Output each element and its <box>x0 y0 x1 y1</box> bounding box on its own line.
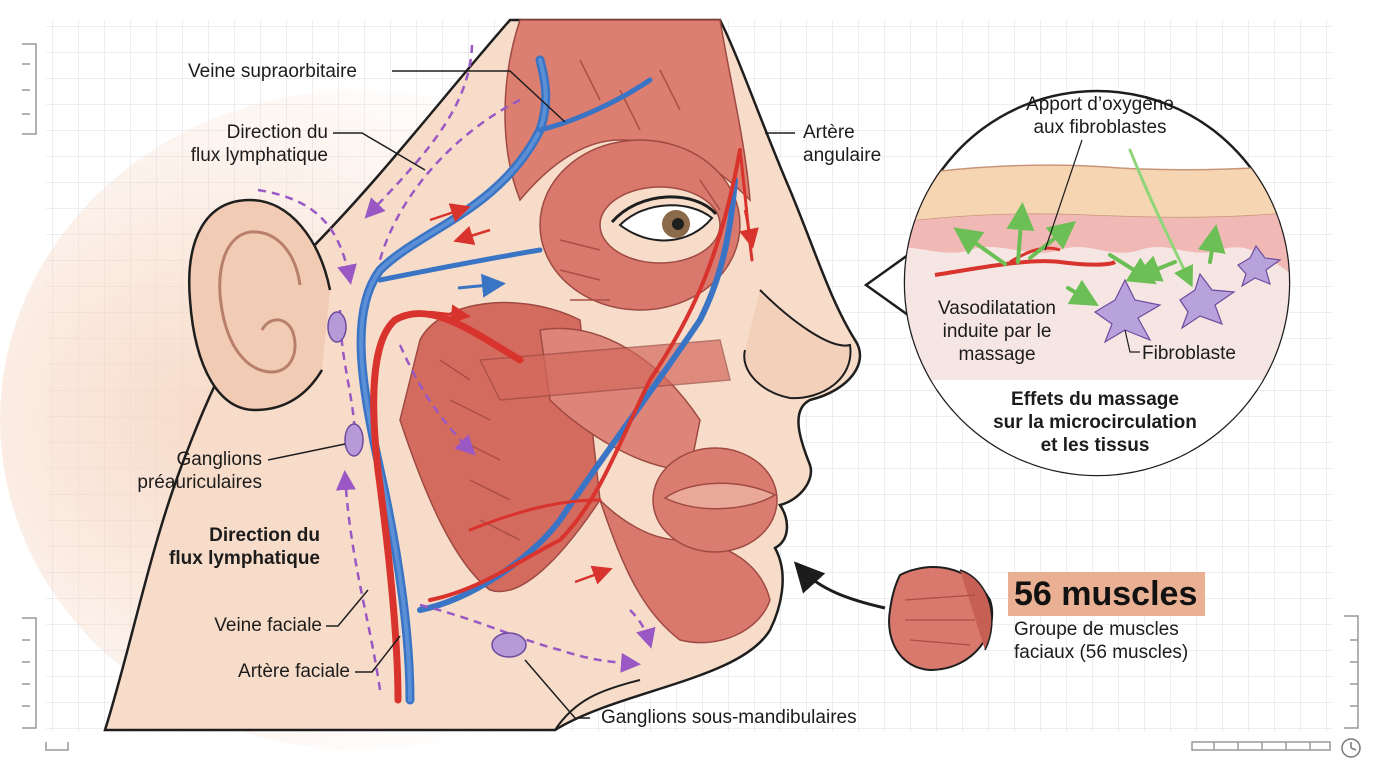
label-ganglions-sous-mandibulaires: Ganglions sous-mandibulaires <box>601 707 857 728</box>
label-veine-faciale: Veine faciale <box>214 615 322 636</box>
ruler-left-top <box>22 43 37 135</box>
ruler-left-bottom <box>22 617 37 729</box>
label-vasodilatation: Vasodilatation induite par le massage <box>938 298 1056 365</box>
eye <box>610 195 718 242</box>
label-direction-flux-top: Direction du flux lymphatique <box>190 122 328 166</box>
clock-icon <box>1341 738 1361 758</box>
facial-muscles <box>399 19 778 644</box>
label-direction-flux-bold: Direction du flux lymphatique <box>169 525 320 569</box>
oxygen-arrows <box>953 148 1226 307</box>
label-ganglions-preauriculaires: Ganglions préauriculaires <box>137 449 262 493</box>
label-muscle-caption: Groupe de muscles faciaux (56 muscles) <box>1014 619 1189 663</box>
ruler-right-bottom <box>45 615 1359 751</box>
label-artere-faciale: Artère faciale <box>238 661 350 682</box>
label-fibroblaste: Fibroblaste <box>1142 343 1236 364</box>
flow-arrows <box>429 203 759 585</box>
muscle-arrow <box>793 561 886 610</box>
ear <box>188 198 332 412</box>
fibroblast-cells <box>1093 244 1282 344</box>
label-veine-supraorbitaire: Veine supraorbitaire <box>188 61 357 82</box>
microcirculation-inset <box>863 89 1291 477</box>
leader-lines <box>267 70 795 719</box>
lymph-nodes <box>327 311 527 658</box>
label-artere-angulaire: Artère angulaire <box>803 122 882 166</box>
muscle-sample <box>888 566 994 672</box>
label-apport-oxygene: Apport d’oxygène aux fibroblastes <box>1026 94 1174 138</box>
nose <box>743 289 852 400</box>
arteries <box>370 148 754 704</box>
label-effets-massage: Effets du massage sur la microcirculatio… <box>993 389 1197 456</box>
muscle-count-badge: 56 muscles <box>1008 572 1206 616</box>
